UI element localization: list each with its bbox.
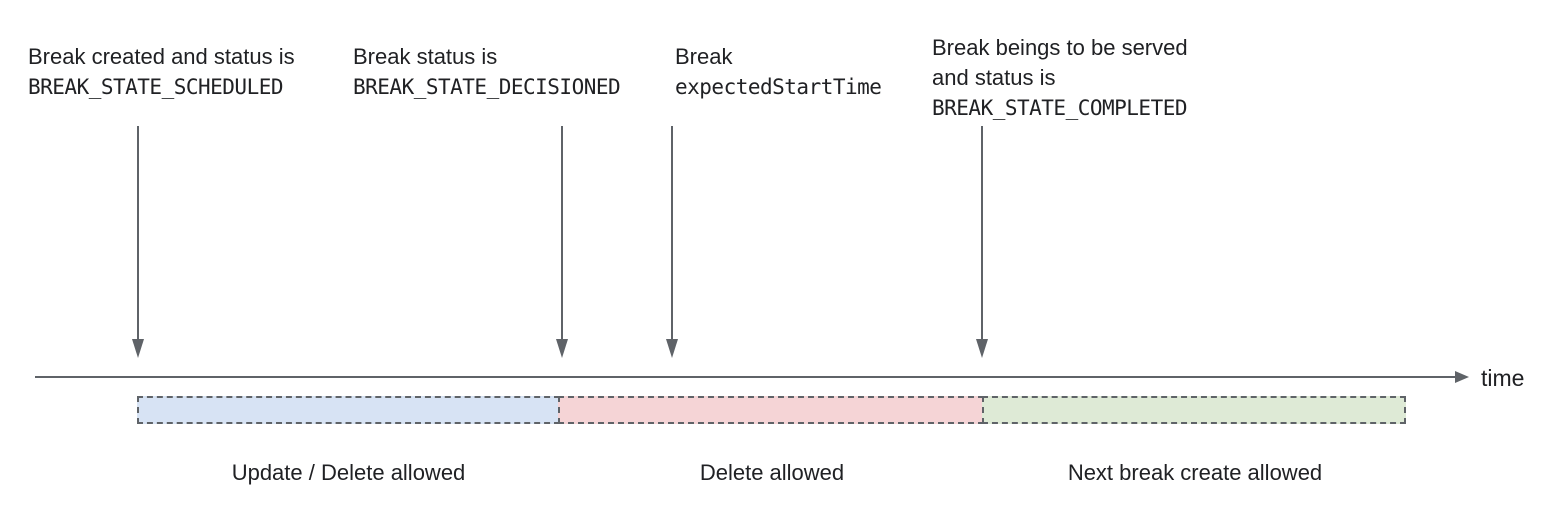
annotation-break-decisioned: Break status is BREAK_STATE_DECISIONED (353, 42, 621, 102)
segment-update-delete-allowed (137, 396, 560, 424)
annotation-text: Break beings to be served (932, 35, 1188, 60)
arrow-head (556, 339, 568, 358)
down-arrow-icon (976, 126, 988, 358)
arrow-head (132, 339, 144, 358)
annotation-text: Break created and status is (28, 44, 295, 69)
annotation-expected-start-time: Break expectedStartTime (675, 42, 882, 102)
annotation-code: BREAK_STATE_COMPLETED (932, 96, 1188, 120)
annotation-break-scheduled: Break created and status is BREAK_STATE_… (28, 42, 295, 102)
annotation-text: and status is (932, 65, 1056, 90)
time-axis-label: time (1481, 365, 1525, 391)
annotation-text: Break (675, 44, 733, 69)
annotation-code: expectedStartTime (675, 75, 882, 99)
down-arrow-icon (132, 126, 144, 358)
arrow-head (666, 339, 678, 358)
segment-delete-allowed (558, 396, 984, 424)
annotation-code: BREAK_STATE_SCHEDULED (28, 75, 284, 99)
segment-next-break-create-allowed (982, 396, 1406, 424)
segment-label: Delete allowed (699, 460, 845, 485)
segment-label: Update / Delete allowed (231, 460, 466, 485)
segment-label: Next break create allowed (1067, 460, 1323, 485)
arrow-shaft (561, 126, 563, 340)
arrow-head (976, 339, 988, 358)
down-arrow-icon (666, 126, 678, 358)
arrow-shaft (981, 126, 983, 340)
arrow-shaft (671, 126, 673, 340)
annotation-code: BREAK_STATE_DECISIONED (353, 75, 621, 99)
time-axis-line (35, 376, 1457, 378)
annotation-break-completed: Break beings to be served and status is … (932, 33, 1188, 123)
down-arrow-icon (556, 126, 568, 358)
right-arrow-icon (1455, 371, 1469, 383)
annotation-text: Break status is (353, 44, 498, 69)
arrow-shaft (137, 126, 139, 340)
